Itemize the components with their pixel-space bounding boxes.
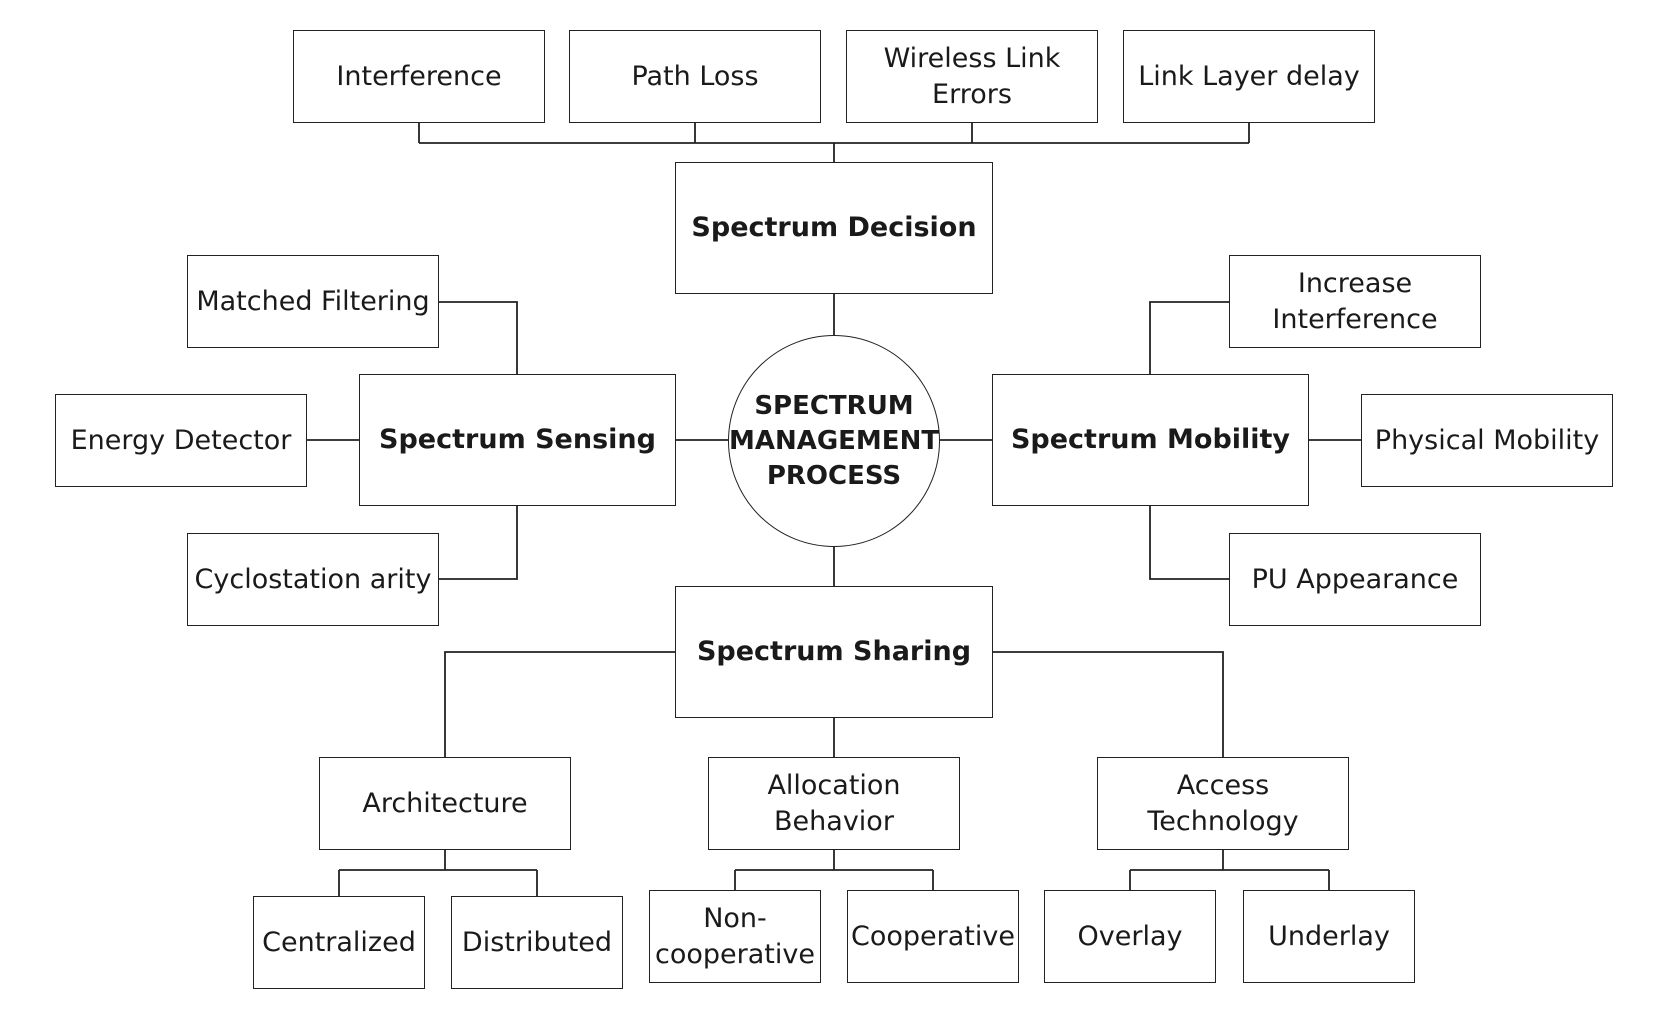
cause-physical-mobility: Physical Mobility — [1361, 394, 1613, 487]
sharing-access-technology: Access Technology — [1097, 757, 1349, 850]
allocation-non-cooperative: Non- cooperative — [649, 890, 821, 983]
connector-sharing-architecture — [444, 651, 675, 757]
connector-sensing-cyclo — [439, 506, 518, 580]
spectrum-sensing-box: Spectrum Sensing — [359, 374, 676, 506]
architecture-distributed: Distributed — [451, 896, 623, 989]
spectrum-mobility-box: Spectrum Mobility — [992, 374, 1309, 506]
cause-pu-appearance: PU Appearance — [1229, 533, 1481, 626]
sharing-allocation-behavior: Allocation Behavior — [708, 757, 960, 850]
spectrum-decision-box: Spectrum Decision — [675, 162, 993, 294]
connector-decision-factors — [418, 123, 1250, 162]
factor-link-layer-delay: Link Layer delay — [1123, 30, 1375, 123]
factor-interference: Interference — [293, 30, 545, 123]
connector-mobility-pu — [1149, 506, 1229, 580]
connector-allocation-options — [734, 850, 934, 890]
cause-increase-interference: Increase Interference — [1229, 255, 1481, 348]
allocation-cooperative: Cooperative — [847, 890, 1019, 983]
method-cyclostationarity: Cyclostation arity — [187, 533, 439, 626]
factor-wireless-link-errors: Wireless Link Errors — [846, 30, 1098, 123]
connector-sharing-access — [993, 651, 1224, 757]
sharing-architecture: Architecture — [319, 757, 571, 850]
architecture-centralized: Centralized — [253, 896, 425, 989]
spectrum-management-process-hub: SPECTRUM MANAGEMENT PROCESS — [728, 335, 940, 547]
access-overlay: Overlay — [1044, 890, 1216, 983]
connector-architecture-options — [338, 850, 538, 896]
factor-path-loss: Path Loss — [569, 30, 821, 123]
spectrum-sharing-box: Spectrum Sharing — [675, 586, 993, 718]
connector-mobility-increase — [1149, 301, 1229, 374]
method-matched-filtering: Matched Filtering — [187, 255, 439, 348]
connector-sensing-matched — [439, 301, 518, 374]
connector-access-options — [1129, 850, 1330, 890]
access-underlay: Underlay — [1243, 890, 1415, 983]
method-energy-detector: Energy Detector — [55, 394, 307, 487]
